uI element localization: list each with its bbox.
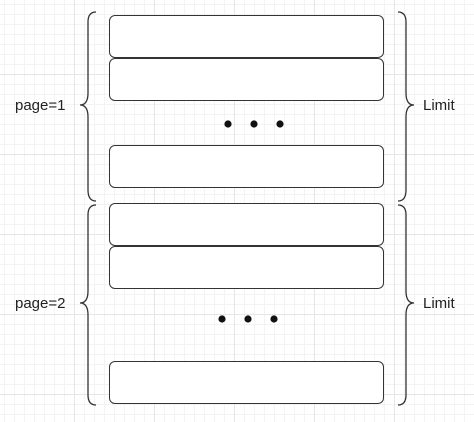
- limit-label-page2: Limit: [423, 295, 455, 312]
- ellipsis-dot: [250, 120, 258, 128]
- page-2-label: page=2: [15, 295, 66, 312]
- record-box: [109, 145, 384, 188]
- ellipsis-dot: [270, 315, 278, 323]
- right-brace-page2: [397, 204, 415, 406]
- record-box: [109, 361, 384, 404]
- ellipsis-dot: [224, 120, 232, 128]
- left-brace-page2: [79, 204, 97, 406]
- ellipsis-dot: [276, 120, 284, 128]
- record-box: [109, 15, 384, 58]
- ellipsis-dot: [244, 315, 252, 323]
- ellipsis-dot: [218, 315, 226, 323]
- record-box: [109, 246, 384, 289]
- page-1-label: page=1: [15, 97, 66, 114]
- record-box: [109, 203, 384, 246]
- left-brace-page1: [79, 11, 97, 202]
- record-box: [109, 58, 384, 101]
- limit-label-page1: Limit: [423, 97, 455, 114]
- right-brace-page1: [397, 11, 415, 202]
